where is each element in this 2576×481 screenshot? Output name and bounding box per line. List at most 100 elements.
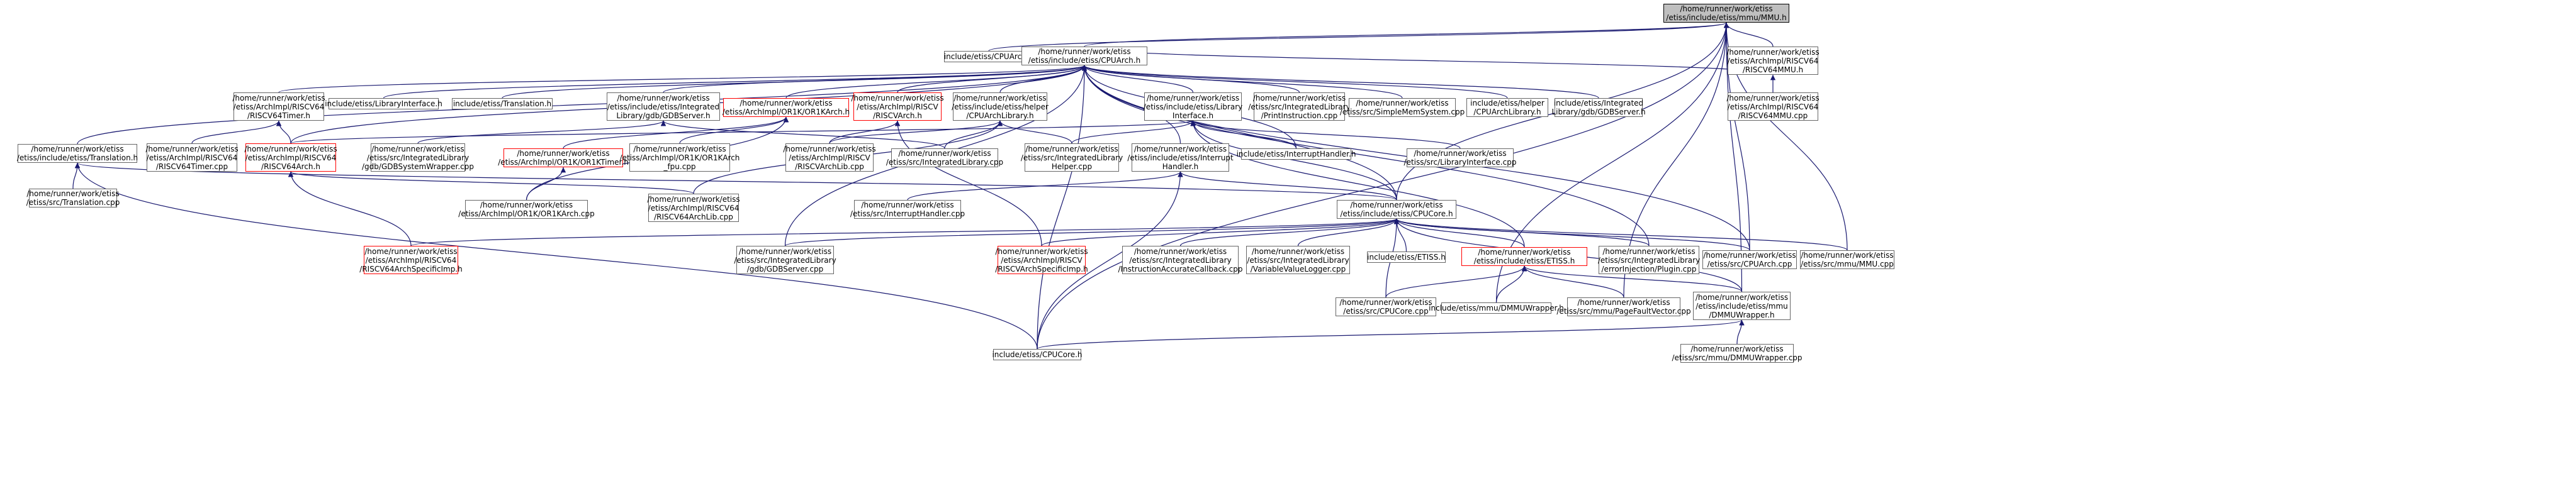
graph-node-cpucore-h[interactable]: /home/runner/work/etiss/etiss/include/et… bbox=[1337, 200, 1456, 219]
node-label-line: /home/runner/work/etiss bbox=[1478, 248, 1571, 257]
node-label-line: /etiss/include/etiss/Translation.h bbox=[16, 153, 138, 162]
graph-node-cpuarch-h[interactable]: /home/runner/work/etiss/etiss/include/et… bbox=[1021, 47, 1147, 65]
edge-libiface_h-to-interrupthandler_short bbox=[1190, 120, 1297, 149]
node-label-line: /home/runner/work/etiss bbox=[1602, 246, 1696, 256]
graph-node-etiss-h[interactable]: /home/runner/work/etiss/etiss/include/et… bbox=[1461, 247, 1587, 266]
graph-node-rv64arch-h[interactable]: /home/runner/work/etiss/etiss/ArchImpl/R… bbox=[244, 143, 337, 172]
node-label-line: /etiss/include/etiss/helper bbox=[952, 102, 1049, 111]
graph-node-translation-cpp[interactable]: /home/runner/work/etiss/etiss/src/Transl… bbox=[26, 189, 120, 207]
edge-cpucore_h-to-gdbserver_cpp bbox=[784, 218, 1399, 246]
graph-node-cpuarch-cpp[interactable]: /home/runner/work/etiss/etiss/src/CPUArc… bbox=[1702, 250, 1797, 269]
graph-node-cpucore-cpp[interactable]: /home/runner/work/etiss/etiss/src/CPUCor… bbox=[1336, 297, 1436, 316]
graph-node-etiss-short[interactable]: include/etiss/ETISS.h bbox=[1367, 252, 1446, 263]
graph-node-interrupthandler-short[interactable]: include/etiss/InterruptHandler.h bbox=[1237, 148, 1356, 160]
node-label-line: /etiss/src/Translation.cpp bbox=[26, 198, 120, 207]
graph-node-or1kfpu-cpp[interactable]: /home/runner/work/etiss/etiss/ArchImpl/O… bbox=[620, 143, 740, 172]
edge-etiss_h-to-cpucore_cpp bbox=[1385, 265, 1527, 298]
graph-node-dmmuwrap-short[interactable]: include/etiss/mmu/DMMUWrapper.h bbox=[1429, 302, 1564, 314]
edge-libiface_h-to-cpucore_h bbox=[1190, 120, 1397, 201]
node-label-line: /etiss/ArchImpl/RISCV64 bbox=[365, 255, 457, 265]
graph-node-intlib-cpp[interactable]: /home/runner/work/etiss/etiss/src/Integr… bbox=[886, 148, 1003, 167]
graph-node-rvspecific-h[interactable]: /home/runner/work/etiss/etiss/ArchImpl/R… bbox=[995, 246, 1088, 274]
node-label-line: Interface.h bbox=[1172, 111, 1214, 120]
edge-libiface_h-to-intlibhelper_cpp bbox=[1071, 120, 1196, 144]
edge-gdbserver_h-to-intlib_cpp bbox=[660, 120, 945, 149]
edge-cpucore_h-to-etiss_h bbox=[1393, 218, 1525, 248]
graph-node-dmmuwrap-cpp[interactable]: /home/runner/work/etiss/etiss/src/mmu/DM… bbox=[1672, 344, 1803, 363]
graph-node-intlibhelper-cpp[interactable]: /home/runner/work/etiss/etiss/src/Integr… bbox=[1021, 143, 1123, 172]
edge-mmu_h-to-cpuarch_cpp bbox=[1723, 22, 1750, 251]
node-label-line: /etiss/include/etiss/mmu bbox=[1696, 301, 1788, 311]
edge-rvarch_h-to-rvarchlib_cpp bbox=[829, 120, 901, 144]
node-label-line: /etiss/src/mmu/MMU.cpp bbox=[1801, 260, 1894, 268]
graph-node-varlogger-cpp[interactable]: /home/runner/work/etiss/etiss/src/Integr… bbox=[1246, 246, 1350, 274]
graph-node-rv64timer-cpp[interactable]: /home/runner/work/etiss/etiss/ArchImpl/R… bbox=[145, 143, 239, 172]
graph-node-or1karch-cpp[interactable]: /home/runner/work/etiss/etiss/ArchImpl/O… bbox=[458, 200, 595, 219]
node-label-line: /DMMUWrapper.h bbox=[1709, 310, 1775, 319]
node-label-line: /etiss/ArchImpl/OR1K/OR1KArch.cpp bbox=[458, 209, 595, 218]
node-label-line: /etiss/ArchImpl/RISCV64 bbox=[146, 153, 238, 162]
node-label-line: /home/runner/work/etiss bbox=[1252, 93, 1346, 102]
graph-node-interrupthandler-cpp[interactable]: /home/runner/work/etiss/etiss/src/Interr… bbox=[850, 200, 965, 219]
edge-cpucore_h-to-mmu_cpp bbox=[1394, 218, 1848, 251]
graph-node-or1ktimer-h[interactable]: /home/runner/work/etiss/etiss/ArchImpl/O… bbox=[498, 148, 629, 167]
edge-cpucore_h-to-cpuarch_cpp bbox=[1393, 218, 1750, 251]
graph-node-cpuarchlib-short[interactable]: include/etiss/helper/CPUArchLibrary.h bbox=[1466, 98, 1548, 117]
graph-node-rv64mmu-h[interactable]: /home/runner/work/etiss/etiss/ArchImpl/R… bbox=[1726, 47, 1820, 75]
node-label-line: include/etiss/mmu/DMMUWrapper.h bbox=[1429, 304, 1564, 312]
node-label-line: /etiss/include/etiss/mmu/MMU.h bbox=[1666, 13, 1787, 22]
edge-cpuarch_h-to-simplemem_cpp bbox=[1081, 65, 1403, 99]
edge-cpucore_h-to-etiss_short bbox=[1393, 218, 1407, 252]
node-label-line: /home/runner/work/etiss bbox=[1726, 93, 1820, 102]
edge-interrupthandler_h-to-cpucore_short bbox=[1037, 171, 1183, 350]
graph-node-errorinj-cpp[interactable]: /home/runner/work/etiss/etiss/src/Integr… bbox=[1598, 246, 1700, 274]
node-label-line: /home/runner/work/etiss bbox=[1133, 144, 1227, 153]
node-label-line: /home/runner/work/etiss bbox=[633, 144, 726, 153]
graph-node-translation-h[interactable]: /home/runner/work/etiss/etiss/include/et… bbox=[16, 144, 138, 163]
graph-node-rvarch-h[interactable]: /home/runner/work/etiss/etiss/ArchImpl/R… bbox=[851, 92, 944, 121]
edge-cpuarch_h-to-cpuarchlib_short bbox=[1082, 65, 1508, 99]
graph-node-interrupthandler-h[interactable]: /home/runner/work/etiss/etiss/include/et… bbox=[1127, 143, 1234, 172]
graph-node-instracc-cpp[interactable]: /home/runner/work/etiss/etiss/src/Integr… bbox=[1118, 246, 1243, 274]
edge-libiface_h-to-etiss_h bbox=[1190, 120, 1525, 248]
edge-cpucore_h-to-varlogger_cpp bbox=[1297, 218, 1400, 246]
graph-node-rv64archlib-cpp[interactable]: /home/runner/work/etiss/etiss/ArchImpl/R… bbox=[647, 194, 740, 222]
graph-node-simplemem-cpp[interactable]: /home/runner/work/etiss/etiss/src/Simple… bbox=[1340, 98, 1465, 117]
node-label-line: /RISCV64MMU.cpp bbox=[1738, 111, 1808, 120]
edge-mmu_h-to-cpuarch_h bbox=[1084, 22, 1729, 47]
node-label-line: /etiss/src/CPUArch.cpp bbox=[1707, 260, 1792, 268]
graph-node-pagefault-cpp[interactable]: /home/runner/work/etiss/etiss/src/mmu/Pa… bbox=[1556, 297, 1691, 316]
graph-node-gdbsyswrap-cpp[interactable]: /home/runner/work/etiss/etiss/src/Integr… bbox=[362, 143, 474, 172]
graph-node-gdbserver-cpp[interactable]: /home/runner/work/etiss/etiss/src/Integr… bbox=[734, 246, 836, 274]
graph-node-rv64mmu-cpp[interactable]: /home/runner/work/etiss/etiss/ArchImpl/R… bbox=[1726, 92, 1820, 121]
edge-cpuarch_h-to-rvarch_h bbox=[897, 65, 1088, 93]
graph-node-cpuarch-short[interactable]: include/etiss/CPUArch.h bbox=[944, 51, 1033, 62]
node-label-line: /RISCV64ArchLib.cpp bbox=[654, 212, 733, 221]
graph-node-printinstr-cpp[interactable]: /home/runner/work/etiss/etiss/src/Integr… bbox=[1248, 92, 1351, 121]
graph-node-or1karch-h[interactable]: /home/runner/work/etiss/etiss/ArchImpl/O… bbox=[723, 98, 850, 117]
graph-node-rvarchlib-cpp[interactable]: /home/runner/work/etiss/etiss/ArchImpl/R… bbox=[783, 143, 876, 172]
node-label-line: /RISCVArchLib.cpp bbox=[795, 162, 864, 171]
graph-node-libiface-cpp[interactable]: /home/runner/work/etiss/etiss/src/Librar… bbox=[1404, 148, 1516, 167]
node-label-line: /etiss/ArchImpl/RISCV bbox=[789, 153, 870, 162]
graph-node-cpuarchlib-h[interactable]: /home/runner/work/etiss/etiss/include/et… bbox=[952, 92, 1049, 121]
edge-libiface_h-to-rv64arch_h bbox=[290, 120, 1196, 144]
graph-node-translation-short[interactable]: include/etiss/Translation.h bbox=[452, 98, 553, 109]
node-label-line: /home/runner/work/etiss bbox=[1025, 144, 1118, 153]
edge-dmmuwrap_h-to-cpucore_short bbox=[1037, 319, 1745, 350]
node-label-line: /home/runner/work/etiss bbox=[1577, 298, 1670, 307]
graph-node-cpucore-short[interactable]: include/etiss/CPUCore.h bbox=[992, 349, 1083, 360]
graph-node-rv64timer-h[interactable]: /home/runner/work/etiss/etiss/ArchImpl/R… bbox=[232, 92, 325, 121]
graph-node-mmu-cpp[interactable]: /home/runner/work/etiss/etiss/src/mmu/MM… bbox=[1800, 250, 1894, 269]
node-label-line: include/etiss/CPUArch.h bbox=[943, 52, 1034, 61]
node-label-line: /CPUArchLibrary.h bbox=[966, 111, 1034, 120]
graph-node-gdbserver-h[interactable]: /home/runner/work/etiss/etiss/include/et… bbox=[607, 92, 720, 121]
node-label-line: /etiss/src/IntegratedLibrary bbox=[1248, 102, 1351, 111]
graph-node-dmmuwrap-h[interactable]: /home/runner/work/etiss/etiss/include/et… bbox=[1693, 292, 1791, 320]
graph-node-rv64specific-h[interactable]: /home/runner/work/etiss/etiss/ArchImpl/R… bbox=[359, 246, 463, 274]
node-label-line: /home/runner/work/etiss bbox=[1146, 93, 1240, 102]
graph-node-libiface-h[interactable]: /home/runner/work/etiss/etiss/include/et… bbox=[1144, 92, 1242, 121]
node-label-line: /home/runner/work/etiss bbox=[1356, 99, 1449, 108]
graph-node-libiface-short[interactable]: include/etiss/LibraryInterface.h bbox=[325, 98, 442, 109]
